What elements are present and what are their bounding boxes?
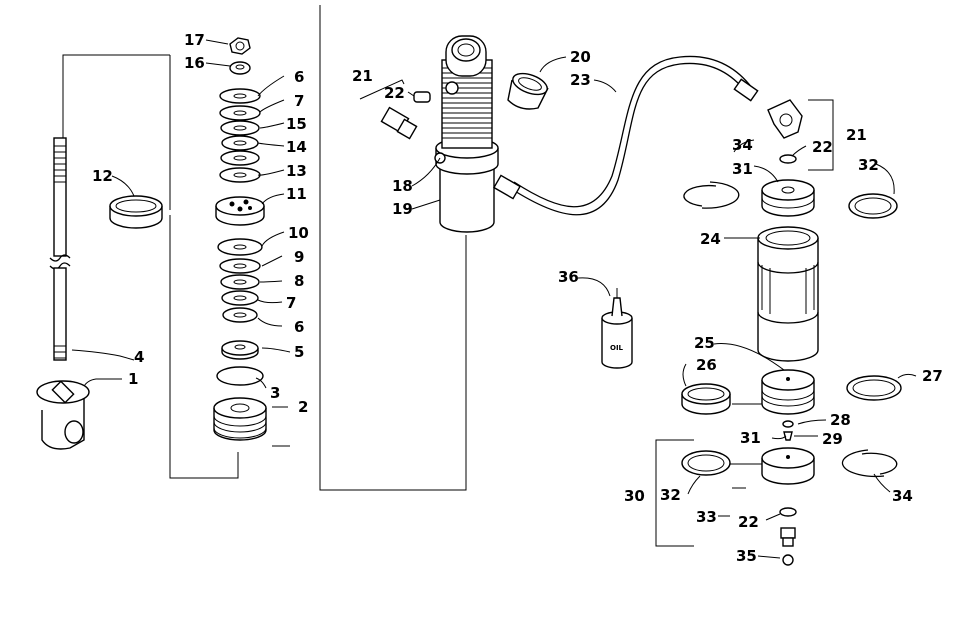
callout-20: 20 (570, 48, 591, 66)
oil-label: OIL (610, 344, 624, 352)
washer-16 (229, 61, 251, 75)
bushing-20 (507, 72, 549, 110)
group-bracket-30 (655, 439, 694, 547)
ring-32-top (848, 193, 898, 219)
callout-30: 30 (624, 487, 645, 505)
callout-13: 13 (286, 162, 307, 180)
shaft-rod (49, 137, 71, 361)
hose-23 (493, 55, 759, 216)
callout-5: 5 (294, 343, 304, 361)
callout-28: 28 (830, 411, 851, 429)
callout-8: 8 (294, 272, 304, 290)
seal-head-2 (213, 397, 267, 441)
rod-eye (36, 380, 90, 450)
oring-28 (782, 420, 794, 428)
shim-stack-upper (219, 88, 261, 183)
end-cap-31-top (761, 179, 815, 217)
end-cap-31-bottom (761, 447, 815, 485)
valve-29 (783, 431, 793, 441)
callout-16: 16 (184, 54, 205, 72)
snap-ring-34-top (683, 181, 740, 209)
fitting-21-top (380, 106, 418, 140)
callout-14: 14 (286, 138, 307, 156)
callout-35: 35 (736, 547, 757, 565)
callout-22-bottom: 22 (738, 513, 759, 531)
nut-17 (229, 37, 251, 55)
callout-31-top: 31 (732, 160, 753, 178)
callout-6-top: 6 (294, 68, 304, 86)
group-bracket-left (62, 54, 239, 479)
callout-4: 4 (134, 348, 144, 366)
callout-19: 19 (392, 200, 413, 218)
fitting-22-top (413, 91, 431, 103)
callout-15: 15 (286, 115, 307, 133)
callout-6-bottom: 6 (294, 318, 304, 336)
ring-26 (681, 383, 731, 415)
oring-3 (216, 366, 264, 386)
reservoir-24 (757, 226, 819, 362)
callout-18: 18 (392, 177, 413, 195)
callout-3: 3 (270, 384, 280, 402)
ring-27 (846, 375, 902, 401)
shock-body (434, 35, 499, 233)
callout-32-top: 32 (858, 156, 879, 174)
elbow-fitting (767, 99, 803, 139)
bushing-12 (109, 195, 163, 229)
callout-17: 17 (184, 31, 205, 49)
callout-9: 9 (294, 248, 304, 266)
oil-bottle-36: OIL (601, 288, 633, 369)
oring-22-right (779, 154, 797, 164)
callout-25: 25 (694, 334, 715, 352)
callout-27: 27 (922, 367, 943, 385)
callout-23: 23 (570, 71, 591, 89)
callout-2: 2 (298, 398, 308, 416)
callout-21-top: 21 (352, 67, 373, 85)
callout-22-right: 22 (812, 138, 833, 156)
callout-32-bottom: 32 (660, 486, 681, 504)
group-bracket-center (319, 5, 467, 491)
snap-ring-34-bottom (841, 449, 898, 478)
callout-24: 24 (700, 230, 721, 248)
valve-35 (780, 527, 796, 566)
washer-5 (221, 340, 259, 360)
callout-34-bottom: 34 (892, 487, 913, 505)
group-bracket-21-top (359, 79, 405, 100)
callout-labels: 1 2 3 4 5 6 6 7 7 8 9 10 11 12 13 14 15 … (92, 31, 943, 565)
piston-11 (215, 196, 265, 226)
callout-12: 12 (92, 167, 113, 185)
shim-stack-lower (217, 238, 263, 323)
callout-29: 29 (822, 430, 843, 448)
callout-10: 10 (288, 224, 309, 242)
callout-36: 36 (558, 268, 579, 286)
callout-34-top: 34 (732, 136, 753, 154)
callout-11: 11 (286, 185, 307, 203)
callout-31-bottom: 31 (740, 429, 761, 447)
callout-1: 1 (128, 370, 138, 388)
ring-32-bottom (681, 450, 731, 476)
oring-22-bottom (779, 507, 797, 517)
callout-7-bottom: 7 (286, 294, 296, 312)
callout-7-top: 7 (294, 92, 304, 110)
callout-21-right: 21 (846, 126, 867, 144)
leader-lines (71, 39, 917, 559)
callout-33: 33 (696, 508, 717, 526)
piston-25 (761, 369, 815, 415)
callout-26: 26 (696, 356, 717, 374)
callout-22-top: 22 (384, 84, 405, 102)
group-bracket-21-right (808, 99, 834, 171)
